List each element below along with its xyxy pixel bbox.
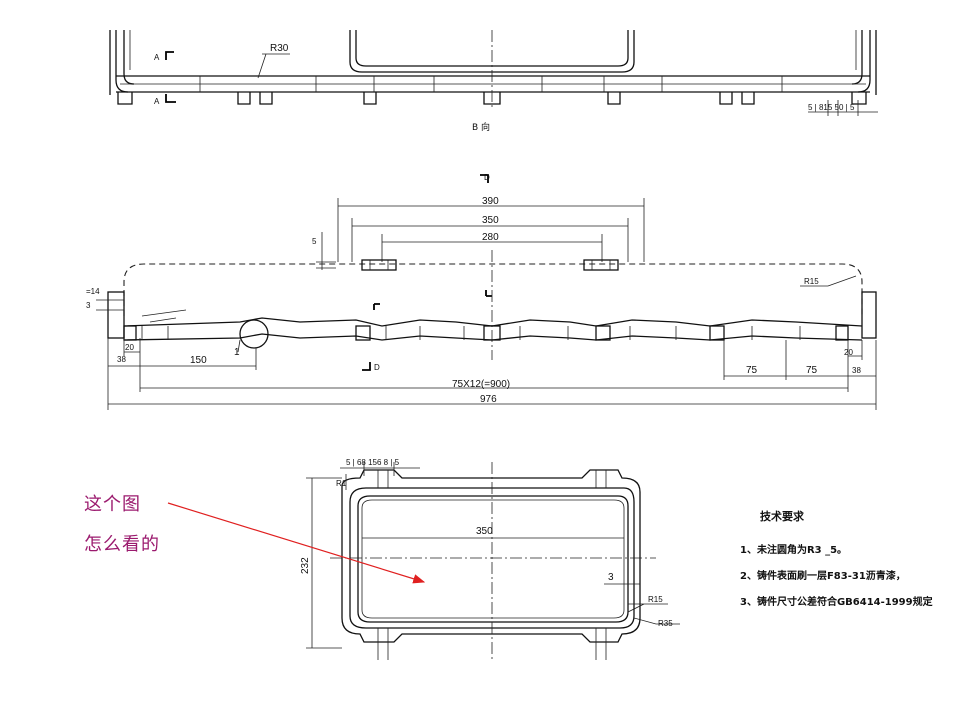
annotation-question-line1: 这个图 [84, 494, 141, 515]
top-right-dims: 5 | 815 50 | 5 [808, 103, 855, 112]
dim-350: 350 [482, 215, 499, 226]
section-a-bottom-label: A [154, 97, 160, 106]
dim-390: 390 [482, 196, 499, 207]
left-dim-38: 38 [117, 355, 126, 364]
plan-radius-r35: R35 [658, 619, 673, 628]
right-dim-75a: 75 [746, 365, 758, 376]
tech-item-2: 2、铸件表面刷一层F83-31沥青漆， [740, 569, 906, 582]
tech-requirements-title: 技术要求 [760, 509, 805, 523]
section-d-bottom-label: D [374, 363, 380, 372]
tech-item-3: 3、铸件尺寸公差符合GB6414-1999规定 [740, 595, 933, 608]
radius-r30-label: R30 [270, 43, 289, 54]
front-view [96, 174, 877, 410]
annotation-arrow [167, 502, 426, 584]
annotation-question-line2: 怎么看的 [84, 534, 160, 555]
dim-5: 5 [312, 237, 317, 246]
radius-r15-front: R15 [804, 277, 819, 286]
left-small-dim: =14 [86, 287, 100, 296]
dim-232: 232 [300, 557, 311, 574]
section-a-top-label: A [154, 53, 160, 62]
plan-small-r: R1 [336, 479, 347, 488]
detail-1-label: 1 [234, 347, 240, 358]
plan-view [306, 462, 680, 662]
plan-dim-3: 3 [608, 572, 614, 583]
right-dim-20: 20 [844, 348, 853, 357]
overall-dim: 976 [480, 394, 497, 405]
plan-top-dims: 5 | 68 156 8 | 5 [346, 458, 400, 467]
right-dim-38: 38 [852, 366, 861, 375]
left-dim-3: 3 [86, 301, 91, 310]
plan-radius-r15: R15 [648, 595, 663, 604]
left-dim-20: 20 [125, 343, 134, 352]
section-d-top-label: D [484, 173, 490, 182]
dim-150: 150 [190, 355, 207, 366]
tech-item-1: 1、未注圆角为R3 _5。 [740, 543, 847, 556]
top-view [109, 30, 878, 116]
dim-280: 280 [482, 232, 499, 243]
plan-dim-350: 350 [476, 526, 493, 537]
right-dim-75b: 75 [806, 365, 818, 376]
view-b-caption: B 向 [472, 121, 490, 133]
pitch-dim: 75X12(=900) [452, 379, 510, 390]
